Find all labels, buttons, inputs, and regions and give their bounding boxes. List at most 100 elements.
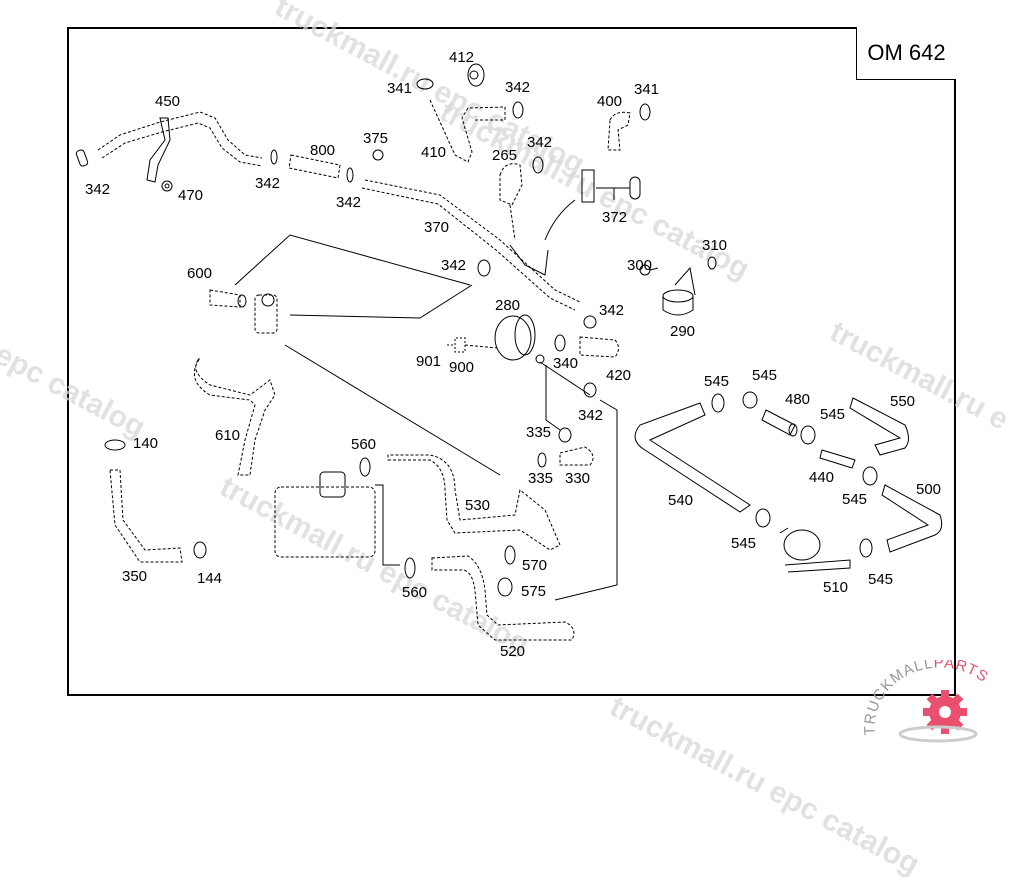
valve[interactable] xyxy=(254,293,278,334)
callout-140[interactable]: 140 xyxy=(133,435,159,452)
part-800-hose[interactable] xyxy=(288,154,341,179)
callout-341[interactable]: 341 xyxy=(634,81,660,98)
part-310-washer[interactable] xyxy=(707,256,717,270)
part-610-hose[interactable] xyxy=(193,357,276,476)
part-545-clamp[interactable] xyxy=(862,466,878,486)
callout-900[interactable]: 900 xyxy=(449,359,475,376)
callout-412[interactable]: 412 xyxy=(449,49,475,66)
part-342-clamp[interactable] xyxy=(583,315,597,329)
callout-901[interactable]: 901 xyxy=(416,353,442,370)
part-335-clamp[interactable] xyxy=(537,452,547,468)
part-600-hose[interactable] xyxy=(209,289,247,308)
callout-545[interactable]: 545 xyxy=(752,367,778,384)
callout-470[interactable]: 470 xyxy=(178,187,204,204)
part-560-clamp[interactable] xyxy=(404,557,416,579)
callout-610[interactable]: 610 xyxy=(215,427,241,444)
part-342-clamp[interactable] xyxy=(583,382,597,398)
part-510-filter[interactable] xyxy=(779,527,851,573)
callout-575[interactable]: 575 xyxy=(521,583,547,600)
part-450-pipe[interactable] xyxy=(97,111,263,183)
part-335-clamp[interactable] xyxy=(558,427,572,443)
heater-unit[interactable] xyxy=(274,471,376,558)
callout-300[interactable]: 300 xyxy=(627,257,653,274)
part-570-clamp[interactable] xyxy=(504,545,516,565)
callout-540[interactable]: 540 xyxy=(668,492,694,509)
part-140-clamp[interactable] xyxy=(104,439,126,451)
part-520-hose[interactable] xyxy=(431,555,575,641)
part-420-hose[interactable] xyxy=(579,336,619,358)
callout-290[interactable]: 290 xyxy=(670,323,696,340)
callout-545[interactable]: 545 xyxy=(731,535,757,552)
part-540-hose[interactable] xyxy=(634,402,751,513)
part-500-hose[interactable] xyxy=(881,484,943,553)
part-530-hose[interactable] xyxy=(387,454,561,551)
callout-545[interactable]: 545 xyxy=(704,373,730,390)
part-575-clamp[interactable] xyxy=(497,577,513,597)
callout-800[interactable]: 800 xyxy=(310,142,336,159)
callout-420[interactable]: 420 xyxy=(606,367,632,384)
callout-342[interactable]: 342 xyxy=(336,194,362,211)
part-265-hose[interactable] xyxy=(499,163,523,241)
callout-342[interactable]: 342 xyxy=(578,407,604,424)
callout-342[interactable]: 342 xyxy=(255,175,281,192)
callout-340[interactable]: 340 xyxy=(553,355,579,372)
callout-350[interactable]: 350 xyxy=(122,568,148,585)
callout-570[interactable]: 570 xyxy=(522,557,548,574)
part-550-hose[interactable] xyxy=(849,397,909,456)
callout-440[interactable]: 440 xyxy=(809,469,835,486)
callout-342[interactable]: 342 xyxy=(599,302,625,319)
part-410-hose[interactable] xyxy=(429,99,506,163)
callout-520[interactable]: 520 xyxy=(500,643,526,660)
callout-342[interactable]: 342 xyxy=(527,134,553,151)
part-350-hose[interactable] xyxy=(109,469,183,563)
part-545-clamp[interactable] xyxy=(800,425,816,445)
part-342-clamp[interactable] xyxy=(512,101,524,119)
callout-500[interactable]: 500 xyxy=(916,481,942,498)
part-545-clamp[interactable] xyxy=(859,538,873,558)
callout-410[interactable]: 410 xyxy=(421,144,447,161)
part-280-pump[interactable] xyxy=(494,314,545,364)
callout-375[interactable]: 375 xyxy=(363,130,389,147)
part-400-hose[interactable] xyxy=(607,111,631,151)
part-341-clamp[interactable] xyxy=(639,103,651,121)
part-412-grommet[interactable] xyxy=(467,63,485,87)
callout-510[interactable]: 510 xyxy=(823,579,849,596)
part-144-clamp[interactable] xyxy=(193,541,207,559)
part-370-pipe[interactable] xyxy=(361,179,581,311)
callout-280[interactable]: 280 xyxy=(495,297,521,314)
callout-342[interactable]: 342 xyxy=(85,181,111,198)
callout-370[interactable]: 370 xyxy=(424,219,450,236)
part-545-clamp[interactable] xyxy=(755,508,771,528)
part-341-clamp[interactable] xyxy=(416,78,434,90)
part-330-hose[interactable] xyxy=(559,446,594,466)
part-470-nut[interactable] xyxy=(161,180,173,192)
part-342-clamp[interactable] xyxy=(532,156,544,174)
part-290-mount[interactable] xyxy=(662,266,696,316)
callout-330[interactable]: 330 xyxy=(565,470,591,487)
part-545-clamp[interactable] xyxy=(742,391,758,409)
callout-600[interactable]: 600 xyxy=(187,265,213,282)
callout-530[interactable]: 530 xyxy=(465,497,491,514)
part-545-clamp[interactable] xyxy=(711,393,725,413)
callout-342[interactable]: 342 xyxy=(441,257,467,274)
callout-341[interactable]: 341 xyxy=(387,80,413,97)
part-900-connector[interactable] xyxy=(447,337,498,353)
callout-545[interactable]: 545 xyxy=(868,571,894,588)
part-342-clamp[interactable] xyxy=(346,167,354,183)
callout-400[interactable]: 400 xyxy=(597,93,623,110)
part-560-clamp[interactable] xyxy=(359,457,371,477)
callout-480[interactable]: 480 xyxy=(785,391,811,408)
part-300-bolt[interactable] xyxy=(639,264,659,276)
callout-265[interactable]: 265 xyxy=(492,147,518,164)
callout-550[interactable]: 550 xyxy=(890,393,916,410)
part-440-valve[interactable] xyxy=(819,449,856,469)
callout-335[interactable]: 335 xyxy=(526,424,552,441)
part-342-clamp[interactable] xyxy=(477,259,491,277)
callout-545[interactable]: 545 xyxy=(842,491,868,508)
callout-372[interactable]: 372 xyxy=(602,209,628,226)
callout-545[interactable]: 545 xyxy=(820,406,846,423)
callout-335[interactable]: 335 xyxy=(528,470,554,487)
callout-310[interactable]: 310 xyxy=(702,237,728,254)
part-340-clamp[interactable] xyxy=(554,334,566,352)
callout-342[interactable]: 342 xyxy=(505,79,531,96)
